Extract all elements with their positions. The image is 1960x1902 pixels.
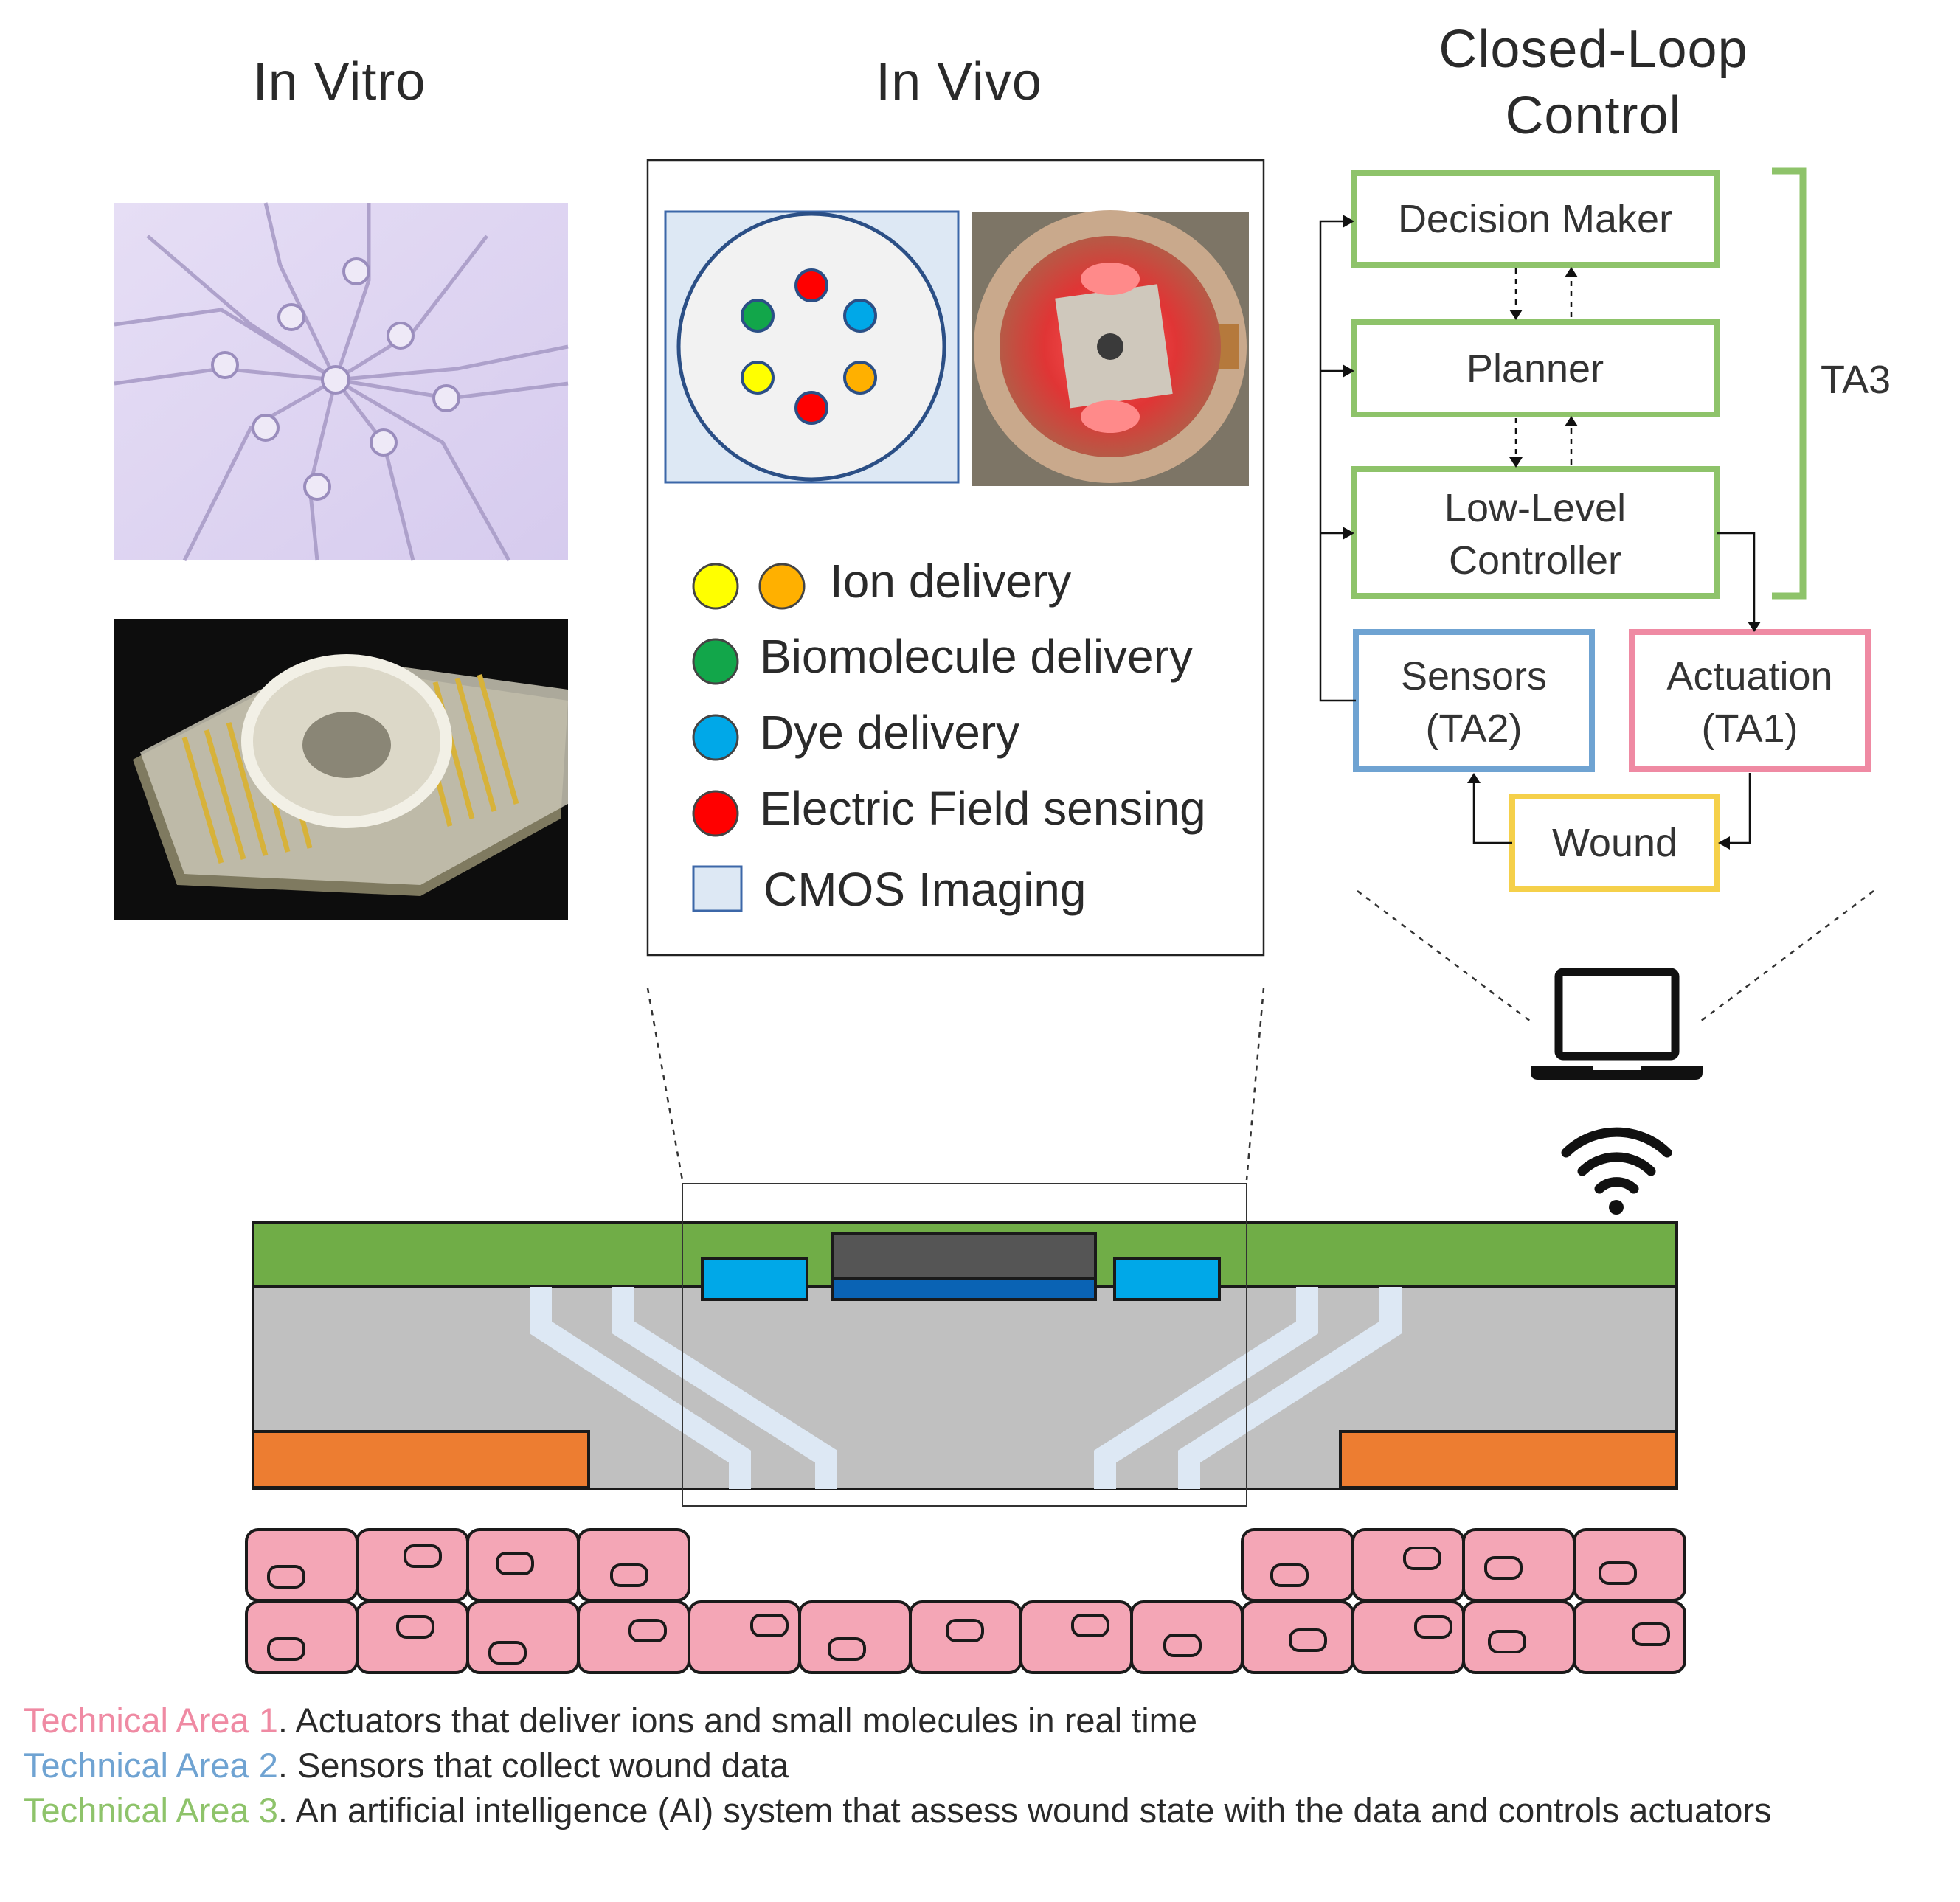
cell-nucleus (1403, 1547, 1441, 1570)
legend-cmos-label: CMOS Imaging (763, 863, 1086, 916)
title-in-vivo: In Vivo (876, 52, 1042, 111)
cell-nucleus (610, 1563, 648, 1587)
ion-port (741, 361, 775, 395)
cell-nucleus (1484, 1556, 1523, 1580)
device-dye-port-right (1113, 1257, 1221, 1301)
planner-label: Planner (1466, 347, 1604, 391)
legend-ion-orange-dot (758, 563, 806, 610)
in-vitro-photo-microfluidic (114, 202, 569, 562)
cell-nucleus (1414, 1615, 1452, 1639)
tissue-cells (245, 1528, 1686, 1674)
low-level-controller-label-2: Controller (1449, 538, 1621, 583)
caption-ta3-text: . An artificial intelligence (AI) system… (277, 1791, 1772, 1830)
legend-ion-yellow-dot (692, 563, 739, 610)
caption-ta1-text: . Actuators that deliver ions and small … (277, 1701, 1197, 1740)
legend-dye-dot (692, 714, 739, 761)
caption-ta2-text: . Sensors that collect wound data (277, 1746, 789, 1785)
cell-nucleus (628, 1619, 667, 1642)
title-in-vitro: In Vitro (252, 52, 426, 111)
planner-box (1351, 319, 1720, 417)
cell (245, 1528, 359, 1602)
legend-ion-label: Ion delivery (830, 555, 1071, 608)
cell-nucleus (396, 1615, 434, 1639)
cell (245, 1600, 359, 1674)
cell-nucleus (1632, 1622, 1670, 1646)
device-dye-port-left (701, 1257, 808, 1301)
caption-ta3-label: Technical Area 3 (24, 1791, 278, 1830)
in-vitro-photo-device (114, 619, 568, 920)
cell-nucleus (1488, 1630, 1526, 1653)
actuation-label-2: (TA1) (1702, 707, 1798, 751)
biomolecule-port (741, 299, 775, 333)
closed-loop-diagram: TA3 Decision Maker Planner Low-Level Con… (1319, 167, 1891, 1022)
wound-label: Wound (1552, 821, 1677, 865)
legend-efield-label: Electric Field sensing (760, 782, 1206, 835)
caption-ta3: Technical Area 3. An artificial intellig… (24, 1790, 1772, 1830)
low-level-controller-label-1: Low-Level (1444, 486, 1626, 530)
actuation-box (1629, 629, 1871, 772)
cell (688, 1600, 801, 1674)
caption-ta2: Technical Area 2. Sensors that collect w… (24, 1745, 789, 1785)
device-cmos-chip (831, 1232, 1097, 1280)
title-closed-loop: Closed-Loop Control (1372, 16, 1815, 149)
sensors-box (1353, 629, 1595, 772)
caption-ta1: Technical Area 1. Actuators that deliver… (24, 1700, 1197, 1740)
caption-ta2-label: Technical Area 2 (24, 1746, 278, 1785)
sensors-label-2: (TA2) (1426, 707, 1523, 751)
cell (1573, 1600, 1686, 1674)
caption-ta1-label: Technical Area 1 (24, 1701, 278, 1740)
device-orange-layer-right (1339, 1430, 1678, 1489)
legend-dye-label: Dye delivery (760, 706, 1019, 759)
device-cross-section (252, 1183, 1678, 1507)
cell-nucleus (946, 1619, 984, 1642)
sensors-label-1: Sensors (1401, 654, 1547, 698)
in-vivo-panel: Ion delivery Biomolecule delivery Dye de… (646, 159, 1265, 957)
efield-electrode (794, 391, 828, 425)
decision-maker-box (1351, 170, 1720, 268)
zoom-frame (682, 1183, 1247, 1507)
title-closed-loop-line1: Closed-Loop (1438, 20, 1748, 79)
title-closed-loop-line2: Control (1505, 86, 1682, 145)
cell-nucleus (1163, 1634, 1202, 1657)
cell-nucleus (1071, 1614, 1109, 1637)
decision-maker-label: Decision Maker (1398, 197, 1672, 241)
cell-nucleus (1270, 1563, 1309, 1587)
in-vivo-photo (972, 210, 1249, 486)
cell-nucleus (488, 1641, 527, 1665)
wifi-icon (1561, 1127, 1672, 1215)
legend-biomolecule-dot (692, 638, 739, 685)
legend-efield-dot (692, 790, 739, 837)
cell-nucleus (750, 1614, 789, 1637)
cell-nucleus (828, 1637, 866, 1661)
cell-nucleus (267, 1637, 305, 1661)
actuation-label-1: Actuation (1666, 654, 1832, 698)
ta3-label: TA3 (1821, 358, 1891, 402)
ion-port (843, 361, 877, 395)
cell-nucleus (1289, 1628, 1327, 1652)
zoom-lines-in-vivo (646, 988, 1265, 1181)
laptop-icon (1531, 968, 1703, 1080)
cell-nucleus (496, 1552, 534, 1575)
cell-nucleus (404, 1544, 442, 1568)
efield-electrode (794, 268, 828, 302)
legend-biomolecule-label: Biomolecule delivery (760, 630, 1193, 683)
legend-cmos-swatch (692, 865, 743, 912)
low-level-controller-box (1351, 466, 1720, 599)
device-cmos-sensor (831, 1277, 1097, 1301)
cell-nucleus (267, 1565, 305, 1589)
cell-nucleus (1599, 1561, 1637, 1585)
dye-port (843, 299, 877, 333)
device-orange-layer-left (252, 1430, 590, 1489)
ta3-bracket (1772, 167, 1807, 600)
cell (1019, 1600, 1133, 1674)
